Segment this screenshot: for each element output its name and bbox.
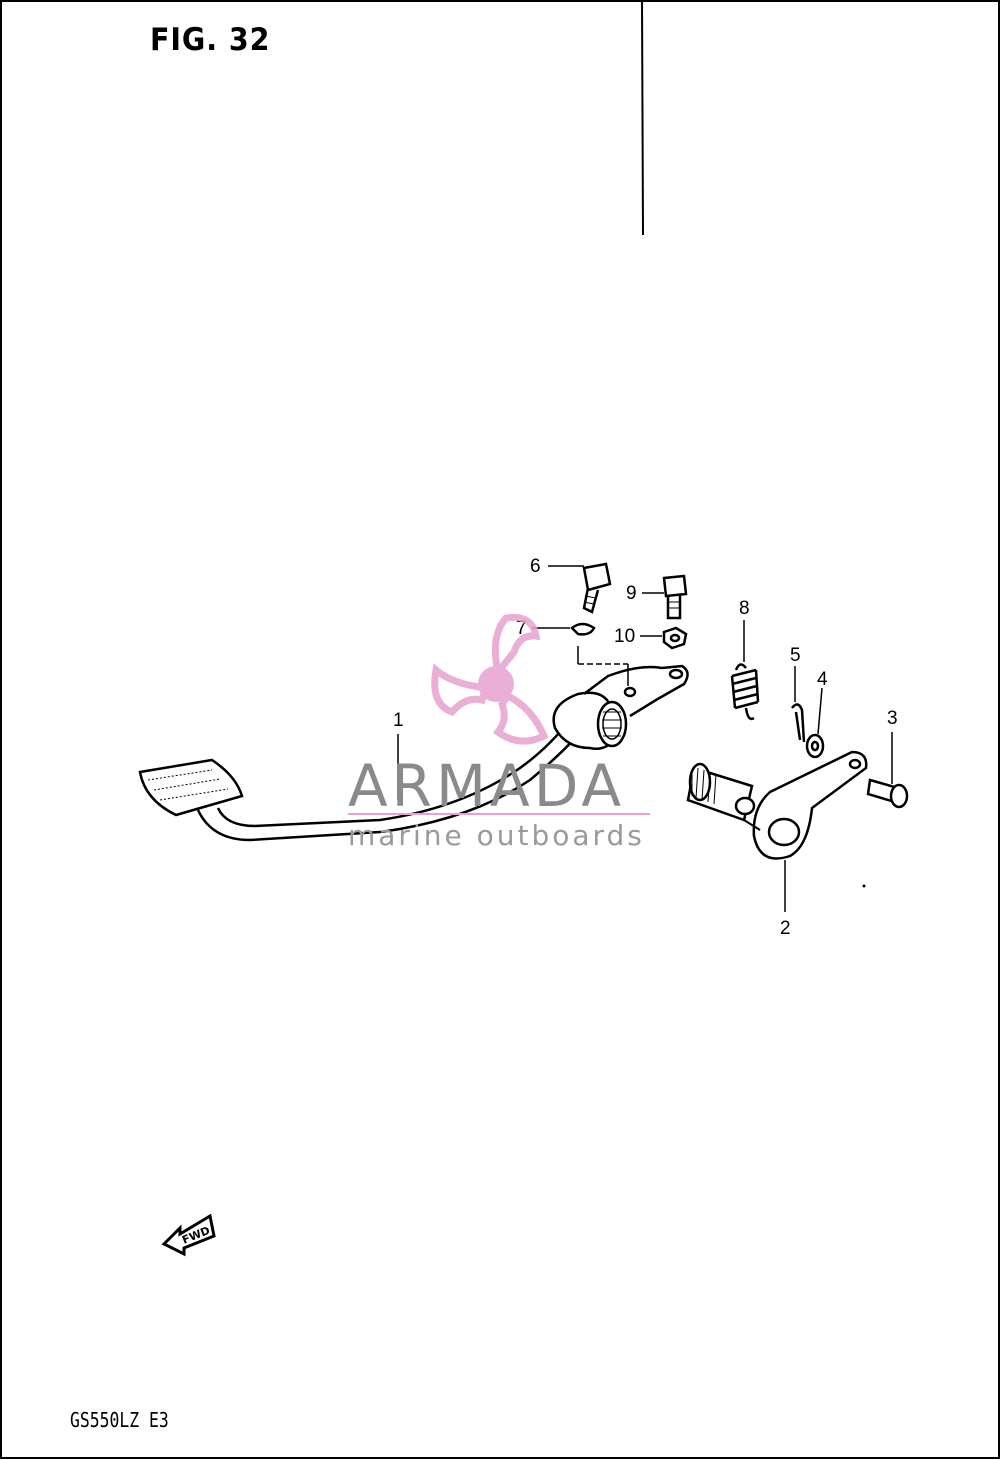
- part-4-washer: [805, 733, 825, 759]
- part-10-nut: [662, 626, 688, 650]
- section-divider-line: [641, 0, 644, 236]
- armada-propeller-logo: [431, 613, 549, 745]
- part-9-bolt: [662, 574, 688, 620]
- callout-labels: 1 2 3 4 5 6 7 8 9 10: [393, 556, 898, 939]
- callout-8: 8: [739, 598, 750, 619]
- callout-1: 1: [393, 710, 404, 731]
- callout-6: 6: [530, 556, 541, 577]
- callout-3: 3: [887, 708, 898, 729]
- part-8-spring: [730, 663, 760, 721]
- part-1-brake-pedal: [138, 664, 689, 842]
- part-7-washer: [570, 622, 629, 686]
- part-2-shaft-arm: [686, 750, 868, 860]
- callout-4: 4: [817, 669, 828, 690]
- figure-title: FIG. 32: [150, 22, 271, 58]
- forward-direction-arrow-icon: FWD: [161, 1213, 216, 1257]
- callout-9: 9: [626, 583, 637, 604]
- model-code: GS550LZ E3: [70, 1408, 169, 1432]
- watermark-tagline: marine outboards: [348, 819, 645, 852]
- watermark-brand: ARMADA: [348, 752, 625, 820]
- stray-dot: [862, 884, 866, 888]
- part-5-cotter-pin: [791, 703, 806, 743]
- callout-2: 2: [780, 918, 791, 939]
- callout-7: 7: [516, 618, 527, 639]
- part-6-bolt: [582, 562, 612, 614]
- part-3-bolt: [866, 778, 909, 809]
- callout-10: 10: [614, 626, 635, 647]
- leader-lines: [397, 565, 893, 912]
- callout-5: 5: [790, 645, 801, 666]
